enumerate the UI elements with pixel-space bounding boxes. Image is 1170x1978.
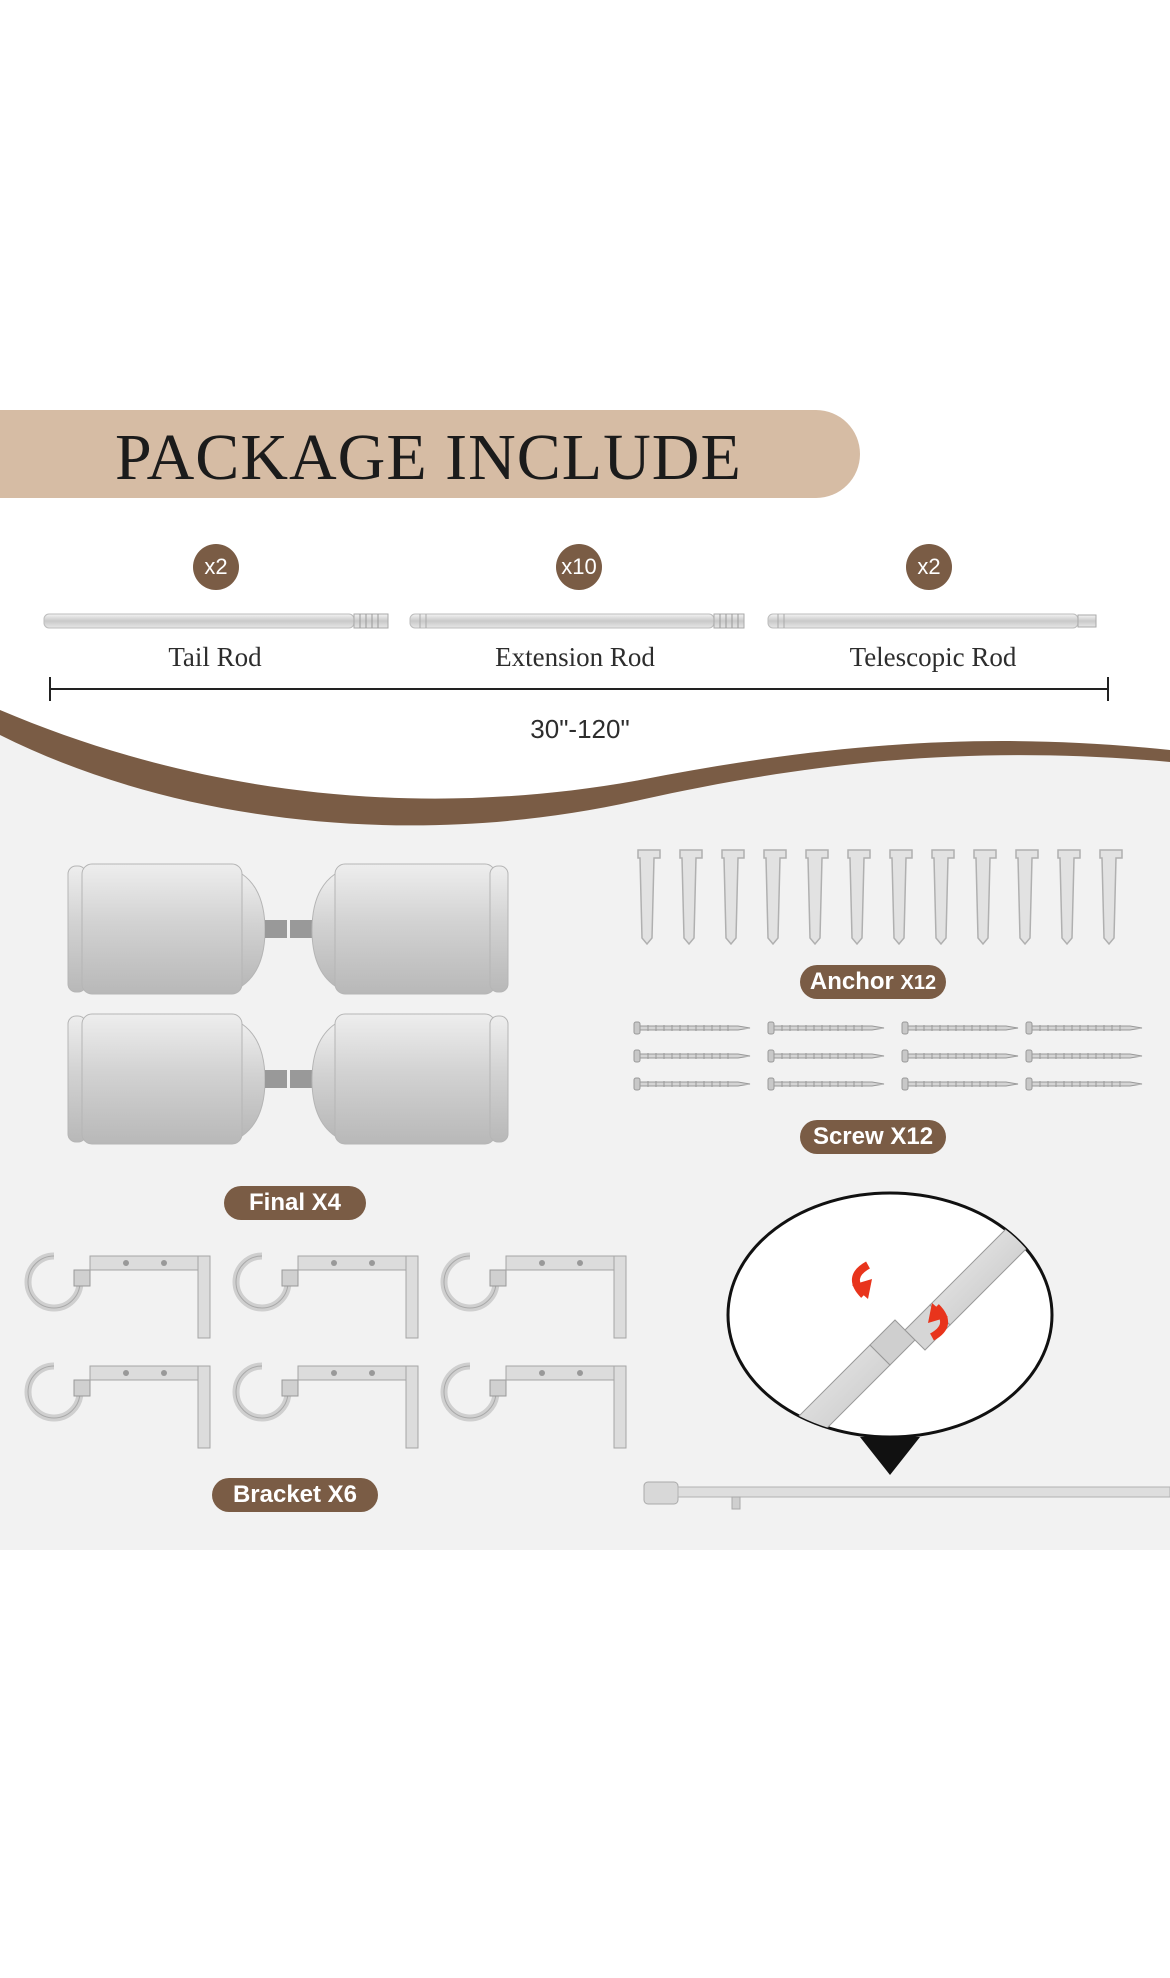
range-label: 30"-120" (530, 714, 630, 744)
finial-bottom-left (67, 1013, 287, 1145)
range-dimension-line (49, 677, 1109, 701)
finials-image (67, 863, 509, 1145)
rotate-arrows-icon (852, 1261, 948, 1341)
rod-label-telescopic: Telescopic Rod (849, 642, 1017, 672)
finial-top-left (67, 863, 287, 995)
anchors-image (637, 849, 1123, 946)
telescopic-rod-image (767, 613, 1097, 629)
rods-illustration (43, 613, 1097, 629)
connection-detail-image (726, 1191, 1054, 1475)
rod-qty-badge-tail: x2 (193, 544, 239, 590)
rod-qty-badge-telescopic: x2 (906, 544, 952, 590)
header-band (0, 410, 860, 498)
finial-label: Final X4 (224, 1186, 366, 1220)
tail-rod-image (43, 613, 389, 629)
bracket-label: Bracket X6 (212, 1478, 378, 1512)
finial-bottom-right (290, 1013, 509, 1145)
extension-rod-image (409, 613, 745, 629)
anchor-qty: X12 (900, 972, 937, 994)
rod-qty-badge-extension: x10 (556, 544, 602, 590)
screw-label: Screw X12 (800, 1120, 946, 1154)
brown-wave (0, 710, 1170, 826)
anchor-name: Anchor (809, 968, 894, 995)
rod-label-tail: Tail Rod (168, 642, 262, 672)
brackets-image (14, 1250, 634, 1460)
page-title: PACKAGE INCLUDE (115, 421, 742, 494)
rod-label-extension: Extension Rod (495, 642, 655, 672)
finial-top-right (290, 863, 509, 995)
assembled-rod-image (643, 1481, 1170, 1510)
anchor-label: Anchor X12 (800, 965, 946, 999)
screws-image (633, 1021, 1143, 1091)
